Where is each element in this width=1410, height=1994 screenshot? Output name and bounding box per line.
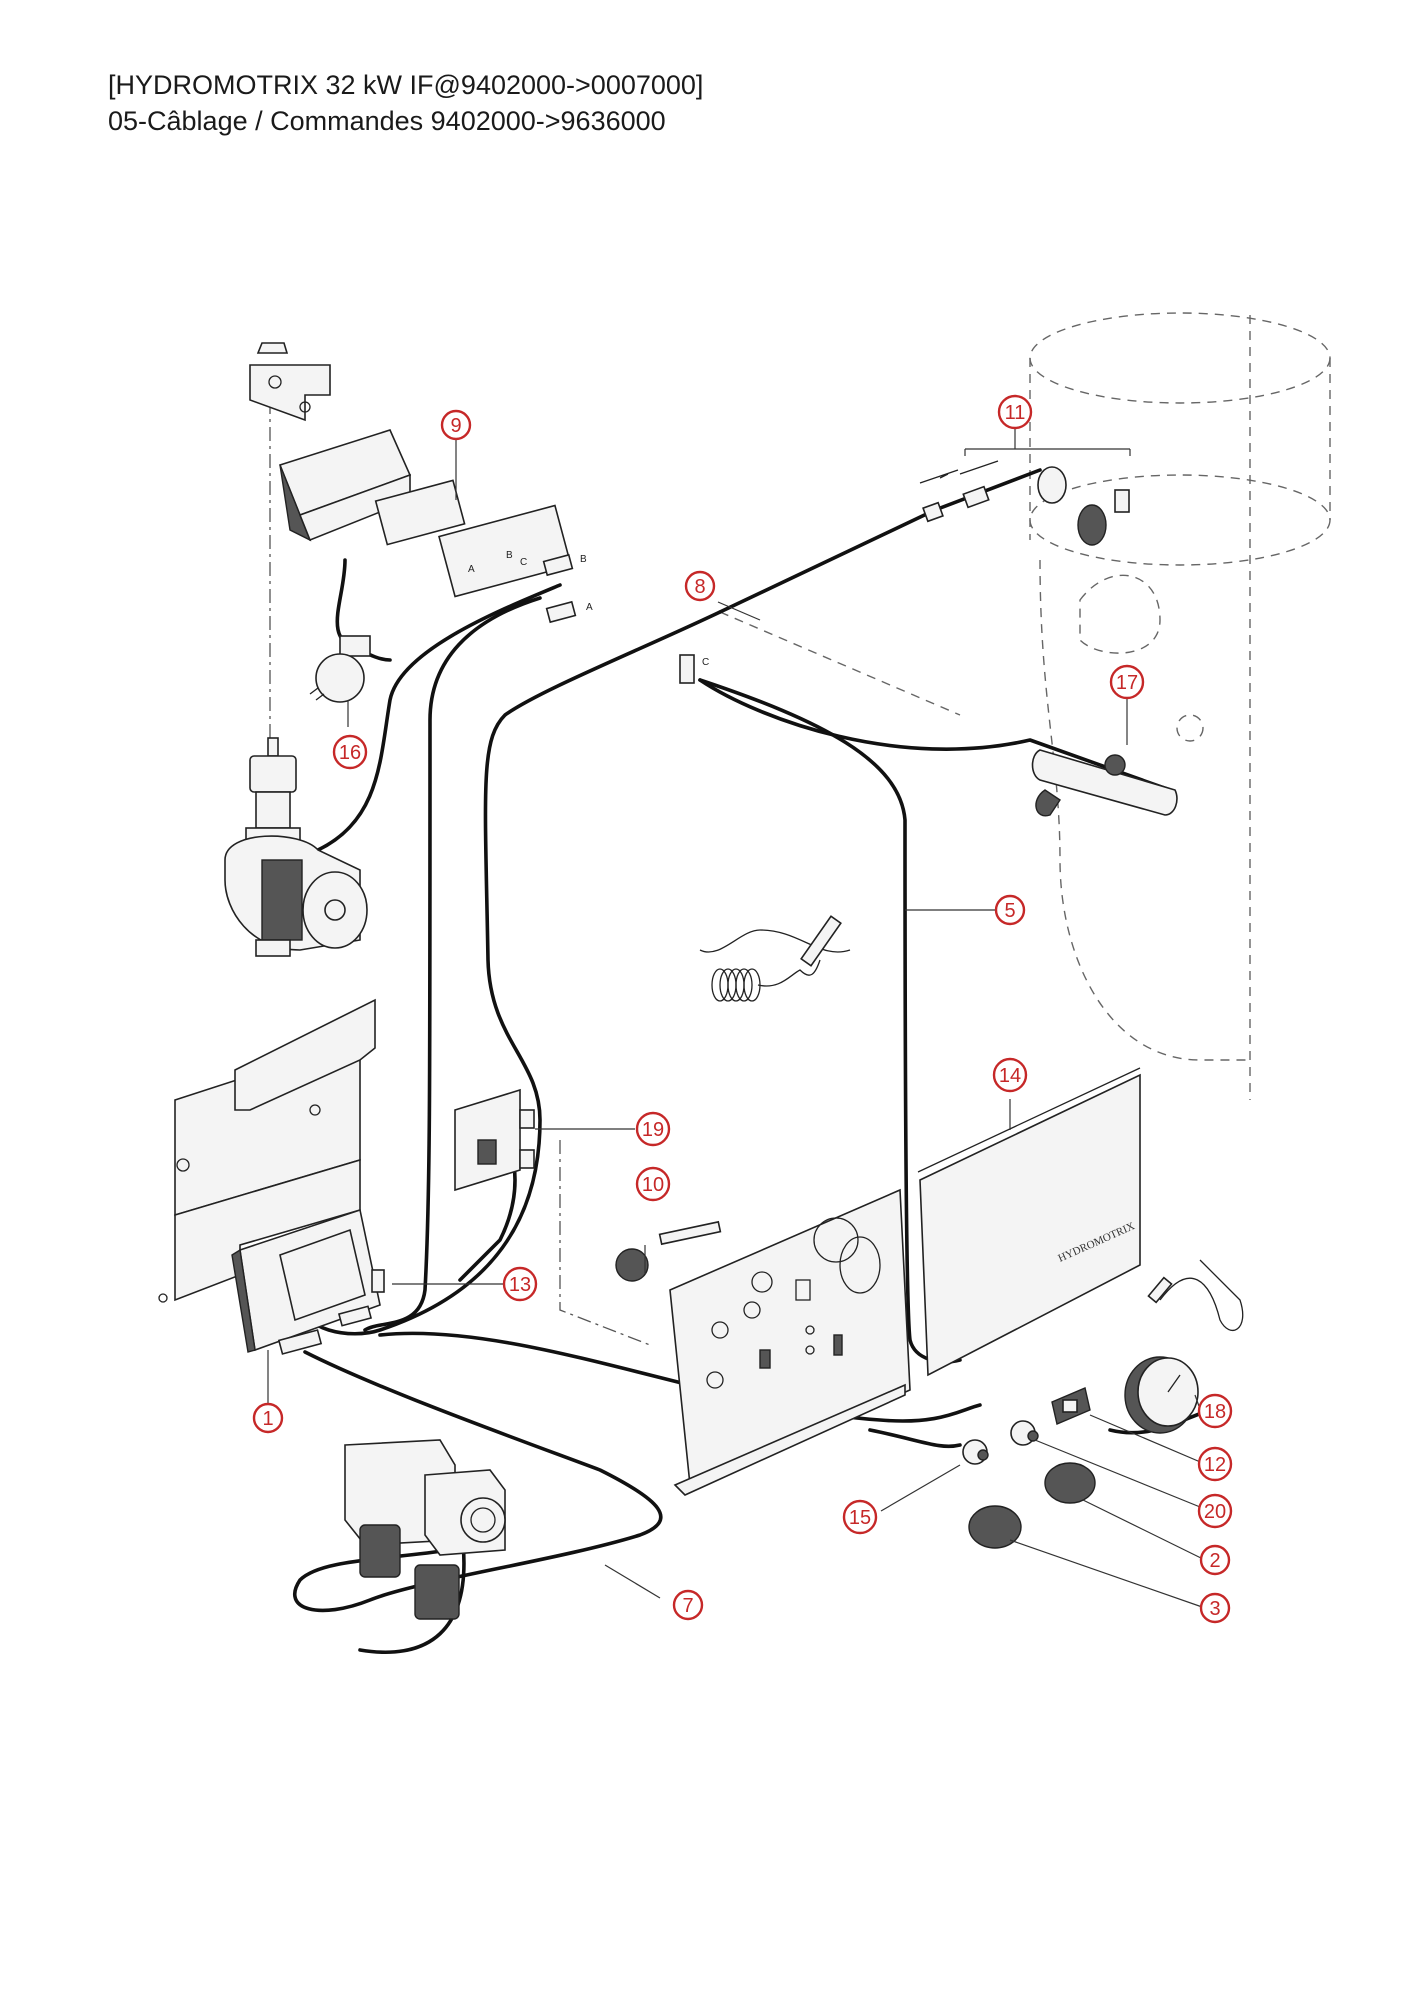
callout-label-2: 2 — [1209, 1550, 1220, 1572]
sensor-17 — [1031, 749, 1178, 817]
callout-10[interactable]: 10 — [635, 1166, 671, 1202]
plug-16 — [309, 635, 371, 703]
cover-panel-14: HYDROMOTRIX — [917, 1067, 1141, 1377]
callout-12[interactable]: 12 — [1197, 1446, 1233, 1482]
callout-8[interactable]: 8 — [684, 570, 716, 602]
knob-3 — [968, 1505, 1022, 1549]
callout-label-1: 1 — [262, 1408, 273, 1430]
callout-20[interactable]: 20 — [1197, 1493, 1233, 1529]
connector-b: B — [542, 553, 587, 577]
gas-valve-7 — [344, 1439, 506, 1620]
alignment-line-2 — [559, 1140, 651, 1346]
callout-label-12: 12 — [1204, 1454, 1226, 1476]
sensor-coil — [711, 915, 842, 1002]
callout-label-10: 10 — [642, 1174, 664, 1196]
connector-label-b: B — [580, 554, 587, 565]
callout-label-3: 3 — [1209, 1598, 1220, 1620]
callout-13[interactable]: 13 — [502, 1266, 538, 1302]
control-board-1 — [158, 1208, 385, 1355]
callout-14[interactable]: 14 — [992, 1057, 1028, 1093]
pressure-gauge-18 — [1124, 1276, 1199, 1434]
switch-12 — [1051, 1387, 1091, 1425]
callout-7[interactable]: 7 — [672, 1589, 704, 1621]
leader-lines — [267, 428, 1206, 1609]
boiler-outline — [1029, 312, 1331, 1100]
callout-3[interactable]: 3 — [1199, 1592, 1231, 1624]
callout-label-7: 7 — [682, 1595, 693, 1617]
callout-label-20: 20 — [1204, 1501, 1226, 1523]
connector-c: C — [679, 654, 709, 684]
callout-label-14: 14 — [999, 1065, 1021, 1087]
knob-2 — [1044, 1462, 1096, 1504]
callout-18[interactable]: 18 — [1197, 1393, 1233, 1429]
svg-text:B: B — [506, 550, 513, 561]
mounting-bracket — [249, 342, 331, 422]
svg-text:A: A — [468, 564, 475, 575]
svg-text:C: C — [520, 557, 527, 568]
callout-2[interactable]: 2 — [1199, 1544, 1231, 1576]
callout-5[interactable]: 5 — [994, 894, 1026, 926]
callout-15[interactable]: 15 — [842, 1499, 878, 1535]
callout-label-11: 11 — [1005, 402, 1026, 424]
callout-label-9: 9 — [450, 415, 461, 437]
circulator-pump — [224, 737, 368, 957]
callout-label-8: 8 — [694, 576, 705, 598]
callout-11[interactable]: 11 — [997, 394, 1033, 430]
control-box-9: A B C — [278, 429, 572, 598]
callout-label-18: 18 — [1204, 1401, 1226, 1423]
thermostat-10 — [615, 1220, 722, 1282]
callout-label-17: 17 — [1116, 672, 1138, 694]
chassis-bracket — [174, 998, 376, 1302]
callout-label-15: 15 — [849, 1507, 871, 1529]
callout-16[interactable]: 16 — [332, 734, 368, 770]
callout-label-5: 5 — [1004, 900, 1015, 922]
connector-label-c: C — [702, 657, 709, 668]
sensor-11 — [919, 460, 1130, 546]
callout-label-16: 16 — [339, 742, 361, 764]
page-subtitle: 05-Câblage / Commandes 9402000->9636000 — [108, 106, 666, 136]
callout-19[interactable]: 19 — [635, 1111, 671, 1147]
control-panel — [669, 1188, 911, 1496]
callout-8-dashed-leader — [719, 611, 961, 716]
page-title: [HYDROMOTRIX 32 kW IF@9402000->0007000] — [108, 70, 704, 100]
callout-label-13: 13 — [509, 1274, 531, 1296]
callout-1[interactable]: 1 — [252, 1402, 284, 1434]
indicator-20 — [1010, 1420, 1039, 1446]
thermostat-bracket-19 — [454, 1088, 535, 1192]
indicator-15 — [962, 1439, 989, 1465]
callout-9[interactable]: 9 — [440, 409, 472, 441]
callout-label-19: 19 — [642, 1119, 664, 1141]
connector-a: A — [545, 600, 593, 624]
callout-17[interactable]: 17 — [1109, 664, 1145, 700]
connector-label-a: A — [586, 602, 593, 613]
wiring-harness — [292, 468, 1244, 1655]
